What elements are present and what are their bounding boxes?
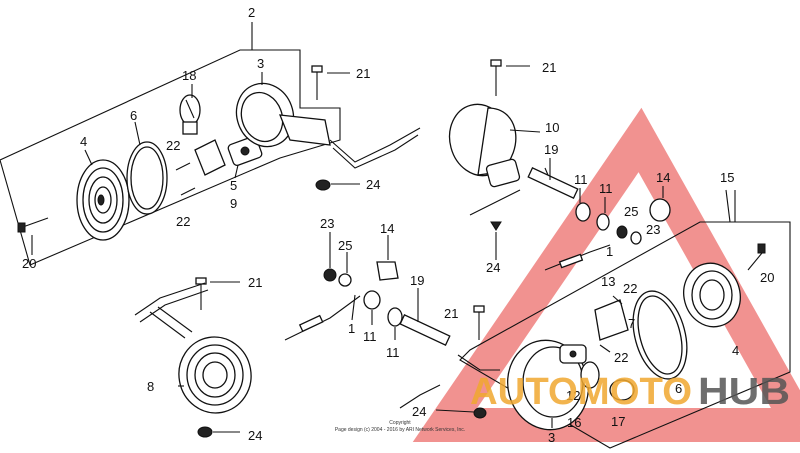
group-box-right <box>459 190 791 449</box>
nut-24-left <box>315 179 360 191</box>
lens-4-right <box>683 262 741 328</box>
wire-1-center <box>284 295 361 341</box>
bolt-21-right-top <box>490 59 530 96</box>
socket-5-left <box>194 136 263 176</box>
stay-19-center <box>399 314 451 346</box>
part-number-labels: 2 18 3 21 4 6 22 5 9 22 24 20 21 10 19 1… <box>22 5 774 445</box>
gasket-6-right <box>632 290 688 380</box>
label-25-top: 25 <box>624 204 638 219</box>
label-11-b: 11 <box>599 181 613 196</box>
screw-20-left <box>17 217 49 233</box>
label-7: 7 <box>628 316 635 331</box>
label-24-d: 24 <box>248 428 262 443</box>
label-21-d: 21 <box>444 306 458 321</box>
label-9: 9 <box>230 196 237 211</box>
bolt-21-center <box>473 305 485 340</box>
gasket-6-left <box>126 141 168 215</box>
nut-24-bottom <box>473 407 487 419</box>
group-box-left <box>0 22 341 266</box>
label-16: 16 <box>567 415 581 430</box>
label-20-left: 20 <box>22 256 36 271</box>
socket-12-bulb-16 <box>559 344 600 389</box>
label-14-center: 14 <box>380 221 394 236</box>
signal-8-front <box>134 282 252 414</box>
label-19-center: 19 <box>410 273 424 288</box>
copyright-line-2: Page design (c) 2004 - 2016 by ARI Netwo… <box>335 427 465 433</box>
label-21-c: 21 <box>248 275 262 290</box>
leader-lines <box>31 72 731 428</box>
bulb-18-left <box>179 94 201 135</box>
watermark-text-automoto: AUTOMOTO <box>470 371 692 413</box>
label-1-center: 1 <box>348 321 355 336</box>
label-15: 15 <box>720 170 734 185</box>
label-13: 13 <box>601 274 615 289</box>
label-2: 2 <box>248 5 255 20</box>
label-3-left: 3 <box>257 56 264 71</box>
label-23-center: 23 <box>320 216 334 231</box>
bolt-21-front <box>195 277 240 310</box>
washers-11-top <box>575 202 610 231</box>
nut-25-23-top <box>616 225 642 245</box>
cap-14-top <box>649 198 671 222</box>
screws-22-right <box>599 295 623 353</box>
copyright-line-1: Copyright <box>389 420 411 426</box>
socket-7 <box>594 299 629 341</box>
wire-13 <box>544 244 611 271</box>
nut-23-center <box>323 268 337 282</box>
housing-10 <box>448 103 521 188</box>
label-24-c: 24 <box>412 404 426 419</box>
stay-19-top <box>469 167 579 216</box>
label-10: 10 <box>545 120 559 135</box>
label-19-top: 19 <box>544 142 558 157</box>
watermark-logo: AUTOMOTO HUB <box>470 371 790 413</box>
label-22-b: 22 <box>176 214 190 229</box>
label-21-b: 21 <box>542 60 556 75</box>
label-5: 5 <box>230 178 237 193</box>
label-4-left: 4 <box>80 134 87 149</box>
nut-24-front <box>197 426 240 438</box>
label-11-d: 11 <box>386 345 400 360</box>
clip-17 <box>609 379 635 401</box>
label-24-b: 24 <box>486 260 500 275</box>
washers-11-center <box>363 290 403 327</box>
label-23-top: 23 <box>646 222 660 237</box>
bolt-21-left-top <box>311 65 350 100</box>
label-8: 8 <box>147 379 154 394</box>
screw-20-right <box>747 243 766 271</box>
label-14-top: 14 <box>656 170 670 185</box>
label-12: 12 <box>566 388 580 403</box>
label-22-d: 22 <box>614 350 628 365</box>
label-1-top: 1 <box>606 244 613 259</box>
label-24-a: 24 <box>366 177 380 192</box>
label-17: 17 <box>611 414 625 429</box>
cap-14-center <box>376 261 399 281</box>
label-6-left: 6 <box>130 108 137 123</box>
label-20-right: 20 <box>760 270 774 285</box>
label-11-a: 11 <box>574 172 588 187</box>
label-22-a: 22 <box>166 138 180 153</box>
label-3-right: 3 <box>548 430 555 445</box>
lens-4-left <box>76 159 130 241</box>
label-18: 18 <box>182 68 196 83</box>
housing-3-left <box>235 82 421 169</box>
label-11-c: 11 <box>363 329 377 344</box>
label-22-c: 22 <box>623 281 637 296</box>
label-21-a: 21 <box>356 66 370 81</box>
label-4-right: 4 <box>732 343 739 358</box>
label-6-right: 6 <box>675 381 682 396</box>
label-25-center: 25 <box>338 238 352 253</box>
copyright-notice: Copyright Page design (c) 2004 - 2016 by… <box>335 420 465 433</box>
washer-25-center <box>338 273 352 287</box>
nut-24-right-top <box>490 221 502 260</box>
screws-22-left <box>175 162 196 196</box>
watermark-text-hub: HUB <box>698 371 790 413</box>
